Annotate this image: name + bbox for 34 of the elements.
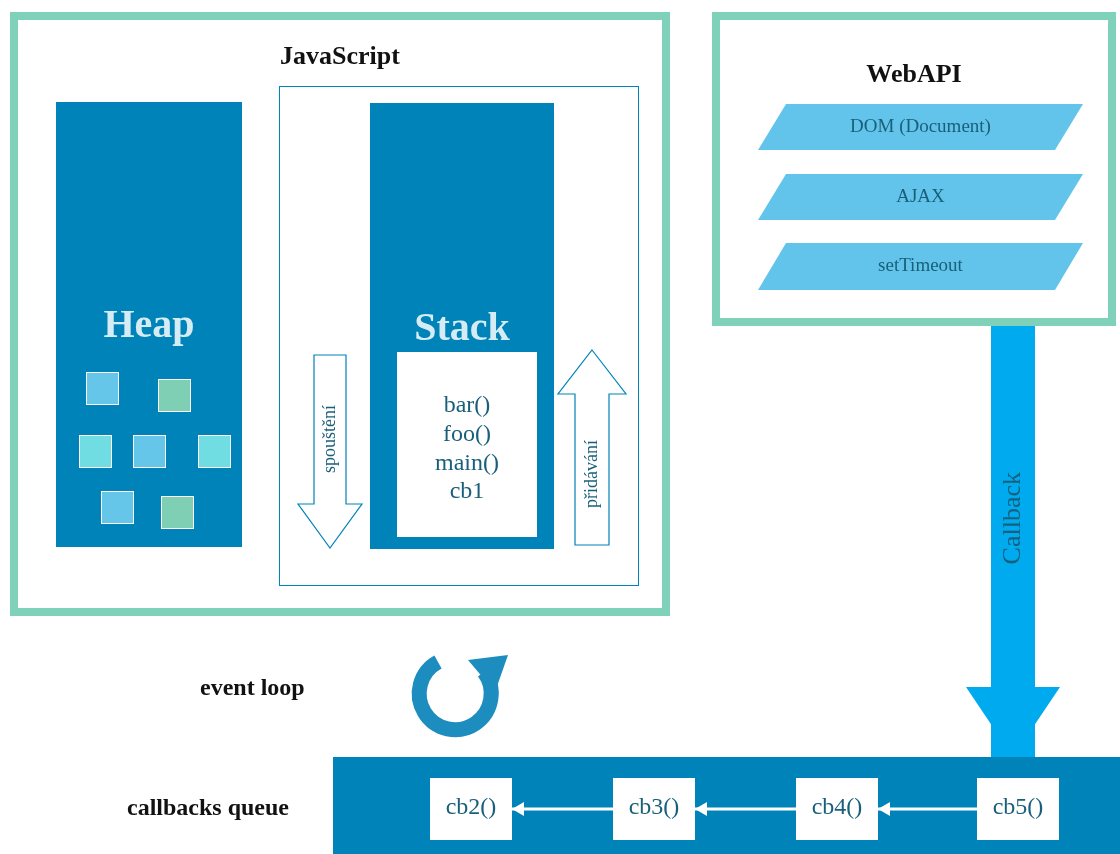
column-title: Stack xyxy=(413,303,511,351)
call-list: bar() foo() main() cb1 xyxy=(425,390,509,506)
callback-name: cb3() xyxy=(627,792,681,821)
api-name: setTimeout xyxy=(877,254,964,277)
callback-box xyxy=(613,778,695,840)
edge-label: Callback xyxy=(997,471,1027,564)
arrow-label: spouštění xyxy=(319,405,340,473)
heap-column xyxy=(56,102,242,547)
arrow xyxy=(878,802,977,816)
arrow xyxy=(966,326,1060,757)
column-title: Heap xyxy=(102,300,196,348)
loop-label: event loop xyxy=(200,674,305,701)
arrow xyxy=(695,802,796,816)
callback-box xyxy=(430,778,512,840)
javascript-panel xyxy=(10,12,670,616)
callback-name: cb4() xyxy=(810,792,864,821)
arrow xyxy=(512,802,613,816)
callback-box xyxy=(977,778,1059,840)
api-name: AJAX xyxy=(895,185,946,208)
webapi-panel xyxy=(712,12,1116,326)
call-stack-box xyxy=(397,352,537,537)
api-parallelogram xyxy=(758,174,1083,220)
callback-box xyxy=(796,778,878,840)
api-parallelogram xyxy=(758,104,1083,150)
panel-title: JavaScript xyxy=(279,40,401,72)
callback-name: cb2() xyxy=(444,792,498,821)
queue-heading: callbacks queue xyxy=(126,793,290,822)
callback-name: cb5() xyxy=(991,792,1045,821)
panel-title: WebAPI xyxy=(865,58,963,90)
stack-frame-box xyxy=(279,86,639,586)
api-parallelogram xyxy=(758,243,1083,290)
stack-column xyxy=(370,103,554,549)
api-name: DOM (Document) xyxy=(849,115,992,138)
arrow-label: přidávání xyxy=(581,440,602,508)
